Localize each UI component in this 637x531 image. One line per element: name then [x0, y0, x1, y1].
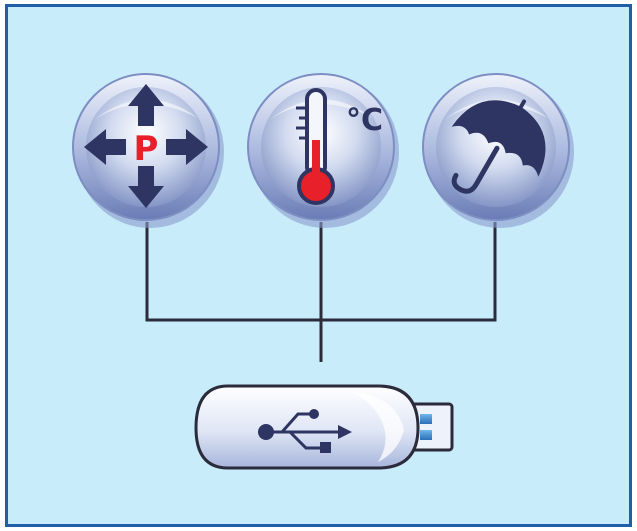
- temperature-unit-label: °C: [346, 103, 383, 138]
- rain-sensor-button[interactable]: [423, 74, 574, 228]
- position-label: P: [134, 129, 159, 169]
- usb-drive[interactable]: [196, 386, 452, 468]
- position-sensor-button[interactable]: P: [73, 74, 224, 228]
- connector-lines: [147, 222, 495, 362]
- temperature-sensor-button[interactable]: °C: [248, 74, 399, 228]
